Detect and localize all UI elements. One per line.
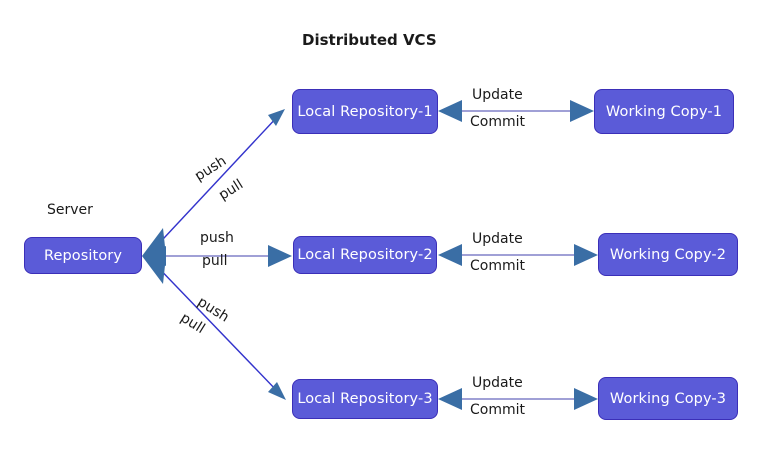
arrowhead-commit-row-3 bbox=[574, 388, 598, 410]
node-local-repository-2[interactable]: Local Repository-2 bbox=[293, 236, 437, 274]
arrowhead-cluster-to-repository bbox=[142, 228, 166, 284]
node-working-copy-3[interactable]: Working Copy-3 bbox=[598, 377, 738, 420]
connector-hub-to-local-repository-1 bbox=[149, 109, 285, 254]
node-working-copy-1[interactable]: Working Copy-1 bbox=[594, 89, 734, 134]
connector-local-repository-1-to-working-copy-1 bbox=[438, 100, 594, 122]
arrowhead-to-local-repository-3 bbox=[268, 382, 286, 400]
edge-label-pull-row-2: pull bbox=[202, 253, 228, 269]
node-repository[interactable]: Repository bbox=[24, 237, 142, 274]
arrowhead-update-row-1 bbox=[438, 100, 462, 122]
edge-label-update-row-2: Update bbox=[472, 231, 523, 247]
arrowhead-to-local-repository-1 bbox=[268, 109, 285, 126]
arrowhead-to-local-repository-2 bbox=[268, 245, 292, 267]
connector-hub-to-local-repository-3 bbox=[149, 258, 286, 400]
edge-label-update-row-1: Update bbox=[472, 87, 523, 103]
edge-label-update-row-3: Update bbox=[472, 375, 523, 391]
edge-label-commit-row-3: Commit bbox=[470, 402, 525, 418]
arrowhead-commit-row-2 bbox=[574, 244, 598, 266]
connector-hub-to-local-repository-2 bbox=[148, 245, 292, 267]
connector-line bbox=[149, 258, 280, 394]
arrowhead-to-repository-lower bbox=[142, 256, 166, 284]
server-label: Server bbox=[47, 202, 93, 218]
node-working-copy-2[interactable]: Working Copy-2 bbox=[598, 233, 738, 276]
node-local-repository-3[interactable]: Local Repository-3 bbox=[292, 379, 438, 419]
node-local-repository-1[interactable]: Local Repository-1 bbox=[292, 89, 438, 134]
connector-line bbox=[149, 114, 280, 254]
edge-label-commit-row-2: Commit bbox=[470, 258, 525, 274]
arrowhead-update-row-3 bbox=[438, 388, 462, 410]
edge-label-commit-row-1: Commit bbox=[470, 114, 525, 130]
arrowhead-update-row-2 bbox=[438, 244, 462, 266]
connector-local-repository-2-to-working-copy-2 bbox=[438, 244, 598, 266]
connector-local-repository-3-to-working-copy-3 bbox=[438, 388, 598, 410]
edge-label-push-row-2: push bbox=[200, 230, 234, 246]
arrowhead-commit-row-1 bbox=[570, 100, 594, 122]
diagram-title: Distributed VCS bbox=[302, 31, 437, 49]
